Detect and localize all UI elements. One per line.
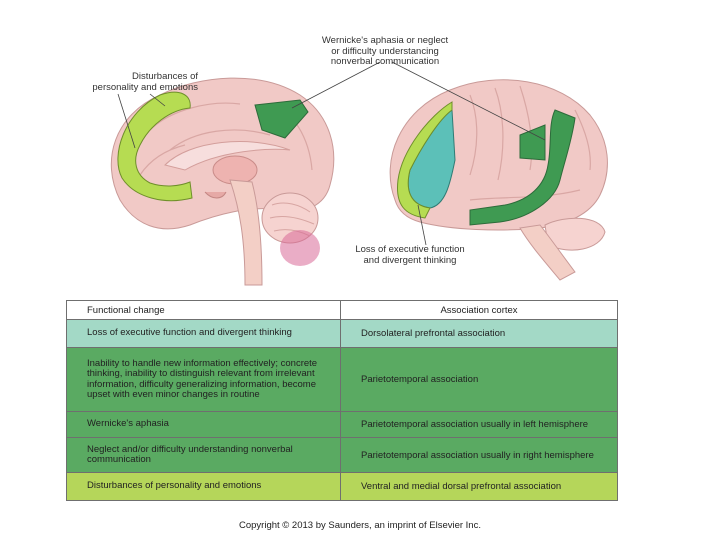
personality-callout-line-2: personality and emotions: [92, 81, 198, 93]
executive-callout-line-2: and divergent thinking: [363, 254, 457, 266]
prefrontal-lime-outline: [396, 101, 453, 219]
table-row: Disturbances of personality and emotions…: [66, 472, 618, 501]
medial-prefrontal-lime-region: [117, 91, 193, 202]
association-cortex-cell: Ventral and medial dorsal prefrontal ass…: [340, 472, 618, 501]
wernicke-callout-line-3: nonverbal communication: [330, 56, 440, 67]
occipital-pink-lobe: [280, 230, 320, 266]
personality-callout-line-1: Disturbances of: [131, 71, 198, 82]
association-cortex-cell: Parietotemporal association: [340, 347, 618, 412]
leader-lines: [117, 61, 546, 246]
lateral-gyri-lines: [469, 85, 591, 201]
executive-callout-line-1: Loss of executive function: [355, 244, 465, 255]
header-association-cortex: Association cortex: [340, 300, 618, 320]
medial-gyri-lines: [139, 102, 313, 176]
wernicke-callout-line-1: Wernicke's aphasia or neglect: [321, 35, 449, 46]
table-header-row: Functional change Association cortex: [66, 300, 618, 320]
medial-brain-view: [110, 77, 335, 286]
thalamus: [212, 155, 258, 185]
association-cortex-cell: Parietotemporal association usually in l…: [340, 411, 618, 438]
personality-callout: Disturbances of personality and emotions: [58, 71, 198, 93]
table-row: Wernicke's aphasia Parietotemporal assoc…: [66, 411, 618, 438]
functional-change-cell: Inability to handle new information effe…: [66, 347, 341, 412]
lateral-parietotemporal-green-region: [469, 109, 576, 226]
pituitary: [204, 191, 227, 199]
lateral-brain-view: [389, 79, 608, 281]
association-cortex-cell: Parietotemporal association usually in r…: [340, 437, 618, 473]
wernicke-callout-line-2: or difficulty understancing: [331, 45, 439, 57]
functional-change-cell: Disturbances of personality and emotions: [66, 472, 341, 501]
copyright-notice: Copyright © 2013 by Saunders, an imprint…: [239, 520, 481, 531]
table-row: Inability to handle new information effe…: [66, 347, 618, 412]
functional-change-cell: Wernicke's aphasia: [66, 411, 341, 438]
table-row: Loss of executive function and divergent…: [66, 319, 618, 348]
table-row: Neglect and/or difficulty understanding …: [66, 437, 618, 473]
corpus-callosum: [164, 141, 291, 171]
association-cortex-cell: Dorsolateral prefrontal association: [340, 319, 618, 348]
header-functional-change: Functional change: [66, 300, 341, 320]
cerebellum-lateral: [544, 217, 606, 251]
functional-change-cell: Neglect and/or difficulty understanding …: [66, 437, 341, 473]
brainstem: [229, 179, 263, 286]
wernicke-callout: Wernicke's aphasia or neglect or difficu…: [305, 35, 465, 68]
functional-change-cell: Loss of executive function and divergent…: [66, 319, 341, 348]
brainstem-lateral: [519, 224, 576, 281]
association-cortex-table: Functional change Association cortex Los…: [66, 300, 618, 501]
medial-parietotemporal-green-region: [254, 99, 309, 139]
executive-callout: Loss of executive function and divergent…: [340, 244, 480, 266]
brain-figure: [110, 61, 608, 286]
